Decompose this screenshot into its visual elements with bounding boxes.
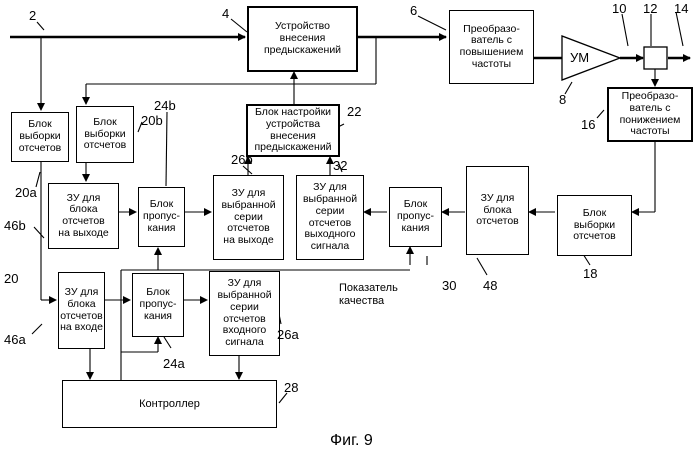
predistorter-block: Устройство внесения предыскажений: [247, 6, 358, 72]
ref-14: 14: [674, 1, 688, 16]
upconverter-label: Преобразо- ватель с повышением частоты: [460, 24, 524, 71]
mem-fb-block-label: ЗУ для блока отсчетов: [476, 193, 519, 228]
predistorter-label: Устройство внесения предыскажений: [264, 21, 341, 56]
mem-selected-out-label: ЗУ для выбранной серии отсчетов на выход…: [221, 188, 275, 247]
sampler-out-block: Блок выборки отсчетов: [76, 106, 134, 163]
downconverter-block: Преобразо- ватель с понижением частоты: [607, 87, 693, 142]
gate-fb-label: Блок пропус- кания: [397, 199, 434, 234]
quality-label: Показатель качества: [339, 282, 398, 307]
gate-b-label: Блок пропус- кания: [143, 199, 180, 234]
ref-6: 6: [410, 3, 417, 18]
ref-24a: 24a: [163, 356, 185, 371]
ref-22: 22: [347, 104, 361, 119]
sampler-out-label: Блок выборки отсчетов: [84, 117, 127, 152]
gate-a-block: Блок пропус- кания: [132, 273, 184, 337]
ref-20b: 20b: [141, 113, 163, 128]
ref-18: 18: [583, 266, 597, 281]
controller-label: Контроллер: [139, 398, 200, 410]
tuner-label: Блок настройки устройства внесения преды…: [254, 107, 331, 154]
ref-30: 30: [442, 278, 456, 293]
ref-10: 10: [612, 1, 626, 16]
ref-48: 48: [483, 278, 497, 293]
ref-20: 20: [4, 271, 18, 286]
mem-selected-insig-label: ЗУ для выбранной серии отсчетов входного…: [217, 278, 271, 349]
ref-12: 12: [643, 1, 657, 16]
mem-selected-insig-block: ЗУ для выбранной серии отсчетов входного…: [209, 271, 280, 356]
gate-b-block: Блок пропус- кания: [138, 187, 185, 247]
mem-selected-outsig-block: ЗУ для выбранной серии отсчетов выходног…: [296, 175, 364, 260]
sampler-in-block: Блок выборки отсчетов: [11, 112, 69, 162]
controller-block: Контроллер: [62, 380, 277, 428]
ref-46a: 46a: [4, 332, 26, 347]
mem-in-block-label: ЗУ для блока отсчетов на входе: [60, 287, 103, 334]
downconverter-label: Преобразо- ватель с понижением частоты: [620, 91, 681, 138]
ref-2: 2: [29, 8, 36, 23]
figure-caption: Фиг. 9: [330, 432, 373, 450]
ref-20a: 20a: [15, 185, 37, 200]
sampler-fb-block: Блок выборки отсчетов: [557, 195, 632, 256]
mem-fb-block: ЗУ для блока отсчетов: [466, 166, 529, 255]
mem-selected-out-block: ЗУ для выбранной серии отсчетов на выход…: [213, 175, 284, 260]
tuner-block: Блок настройки устройства внесения преды…: [246, 104, 340, 157]
mem-out-block-label: ЗУ для блока отсчетов на выходе: [58, 193, 108, 240]
ref-46b: 46b: [4, 218, 26, 233]
mem-in-block: ЗУ для блока отсчетов на входе: [58, 272, 105, 349]
ref-32: 32: [333, 158, 347, 173]
ref-28: 28: [284, 380, 298, 395]
ref-4: 4: [222, 6, 229, 21]
sampler-fb-label: Блок выборки отсчетов: [573, 208, 616, 243]
amplifier-label: УМ: [570, 51, 589, 66]
gate-a-label: Блок пропус- кания: [140, 287, 177, 322]
ref-26a: 26a: [277, 327, 299, 342]
gate-fb-block: Блок пропус- кания: [389, 187, 442, 247]
sampler-in-label: Блок выборки отсчетов: [19, 119, 62, 154]
ref-8: 8: [559, 92, 566, 107]
mem-selected-outsig-label: ЗУ для выбранной серии отсчетов выходног…: [303, 182, 357, 253]
upconverter-block: Преобразо- ватель с повышением частоты: [449, 10, 534, 84]
ref-16: 16: [581, 117, 595, 132]
ref-24b: 24b: [154, 98, 176, 113]
ref-26b: 26b: [231, 152, 253, 167]
mem-out-block: ЗУ для блока отсчетов на выходе: [48, 183, 119, 249]
